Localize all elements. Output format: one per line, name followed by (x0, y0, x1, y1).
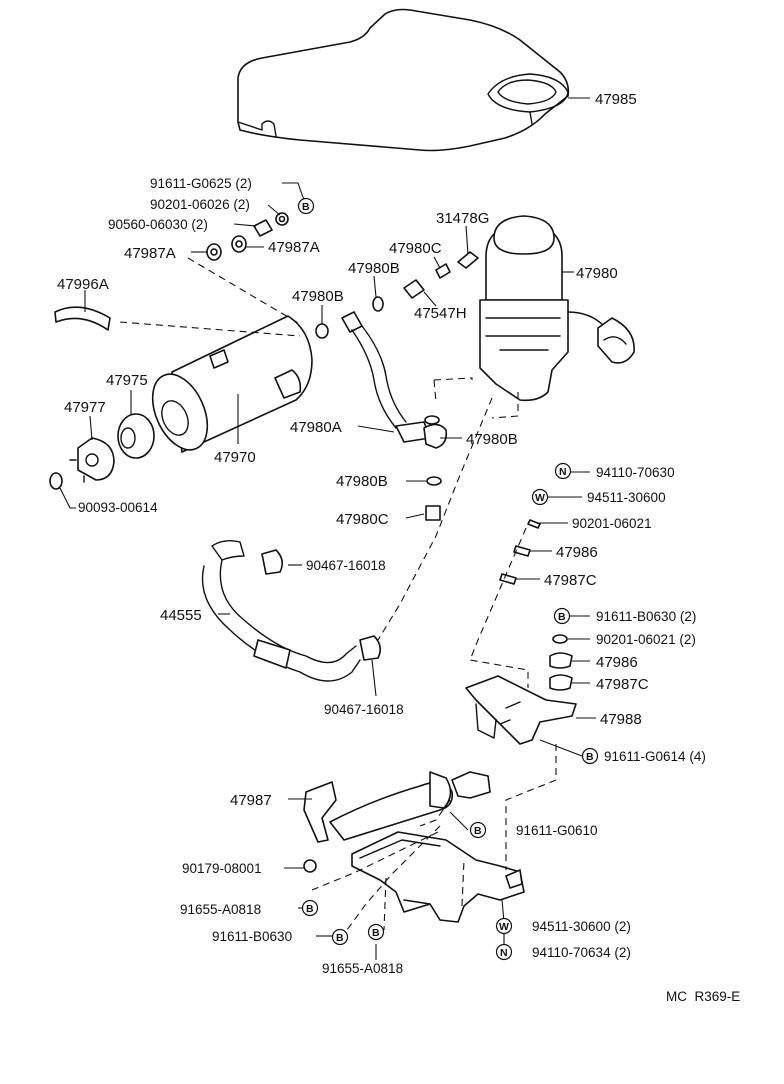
part-labels: 47985 91611-G0625 (2) 90201-06026 (2) B … (57, 91, 740, 1004)
engine-cover-drawing (237, 8, 570, 152)
svg-text:B: B (306, 903, 314, 915)
svg-text:B: B (336, 932, 344, 944)
badge-b-icon: B (367, 923, 385, 941)
part-label-94511-30600-2: 94511-30600 (2) (532, 919, 631, 934)
part-label-47987c-top: 47987C (544, 572, 597, 589)
part-label-47986-mid: 47986 (596, 654, 638, 671)
part-label-47980c-low: 47980C (336, 511, 389, 528)
cap-47975-drawing (117, 413, 155, 459)
cover-47977-drawing (69, 437, 115, 483)
part-label-47996a: 47996A (57, 276, 109, 293)
part-label-90179-08001: 90179-08001 (182, 861, 262, 876)
part-label-90201-06021: 90201-06021 (572, 516, 652, 531)
part-label-47980: 47980 (576, 265, 618, 282)
part-label-90560-06030: 90560-06030 (2) (108, 217, 208, 232)
diagram-code: MC R369-E (666, 989, 740, 1004)
part-label-47980b-right: 47980B (466, 431, 518, 448)
part-label-44555: 44555 (160, 607, 202, 624)
part-label-47987c-mid: 47987C (596, 676, 649, 693)
part-label-91611-b0630-low: 91611-B0630 (212, 929, 292, 944)
bracket-47988-drawing (465, 675, 577, 745)
svg-text:W: W (499, 921, 509, 933)
badge-b-icon: B (331, 928, 349, 946)
badge-b-icon: B (581, 747, 599, 765)
svg-text:B: B (586, 751, 594, 763)
part-label-47987a-right: 47987A (268, 239, 320, 256)
part-label-90467-16018-low: 90467-16018 (324, 702, 404, 717)
part-label-47977: 47977 (64, 399, 106, 416)
badge-b-icon: B (297, 197, 315, 215)
part-label-91611-g0614: 91611-G0614 (4) (604, 749, 706, 764)
part-label-91611-g0625: 91611-G0625 (2) (150, 176, 252, 191)
part-label-90201-06021-2: 90201-06021 (2) (596, 632, 696, 647)
hose-44555-drawing (201, 539, 361, 682)
badge-w-icon: W (495, 917, 513, 935)
badge-b-icon: B (469, 821, 487, 839)
bracket-47987-drawing (303, 771, 525, 923)
part-label-47547h: 47547H (414, 305, 467, 322)
part-label-94511-30600: 94511-30600 (587, 490, 666, 505)
part-label-91611-b0630-top: 91611-B0630 (2) (596, 609, 696, 624)
svg-text:W: W (535, 492, 545, 504)
leader-lines (59, 97, 596, 960)
part-label-91655-a0818-low: 91655-A0818 (322, 961, 403, 976)
part-label-91655-a0818-left: 91655-A0818 (180, 902, 261, 917)
part-label-47970: 47970 (214, 449, 256, 466)
part-label-47975: 47975 (106, 372, 148, 389)
vsv-47980-drawing (479, 215, 635, 402)
svg-text:B: B (302, 201, 310, 213)
part-label-47988: 47988 (600, 711, 642, 728)
washer-90093-drawing (49, 472, 63, 490)
part-label-47980b-mid: 47980B (292, 288, 344, 305)
svg-text:B: B (474, 825, 482, 837)
badge-b-icon: B (301, 899, 319, 917)
part-label-94110-70630: 94110-70630 (596, 465, 675, 480)
part-label-47980a: 47980A (290, 419, 342, 436)
mount-hardware-drawing (499, 519, 573, 691)
svg-text:B: B (558, 611, 566, 623)
part-label-90201-06026: 90201-06026 (2) (150, 197, 250, 212)
badge-b-icon: B (553, 607, 571, 625)
badge-w-icon: W (531, 488, 549, 506)
part-label-90093-00614: 90093-00614 (78, 500, 158, 515)
badge-n-icon: N (495, 943, 513, 961)
part-label-47980b-low: 47980B (336, 473, 388, 490)
grommets-drawing (206, 212, 289, 261)
part-label-47987a-left: 47987A (124, 245, 176, 262)
svg-text:B: B (372, 927, 380, 939)
part-label-47986-top: 47986 (556, 544, 598, 561)
hose-47980a-drawing (341, 311, 448, 521)
vsv-fittings-drawing (315, 251, 479, 339)
part-label-47987: 47987 (230, 792, 272, 809)
badge-n-icon: N (554, 462, 572, 480)
canister-drawing (151, 315, 313, 453)
strap-47996a-drawing (54, 306, 111, 331)
svg-text:N: N (500, 947, 508, 959)
part-label-47985: 47985 (595, 91, 637, 108)
hose-clips-drawing (261, 549, 382, 661)
svg-text:N: N (559, 466, 567, 478)
dashed-leaders (119, 257, 557, 935)
part-label-47980c-top: 47980C (389, 240, 442, 257)
part-label-90467-16018-top: 90467-16018 (306, 558, 386, 573)
part-label-31478g: 31478G (436, 210, 489, 227)
part-label-47980b-top: 47980B (348, 260, 400, 277)
part-label-91611-g0610: 91611-G0610 (516, 823, 598, 838)
part-label-94110-70634: 94110-70634 (2) (532, 945, 631, 960)
